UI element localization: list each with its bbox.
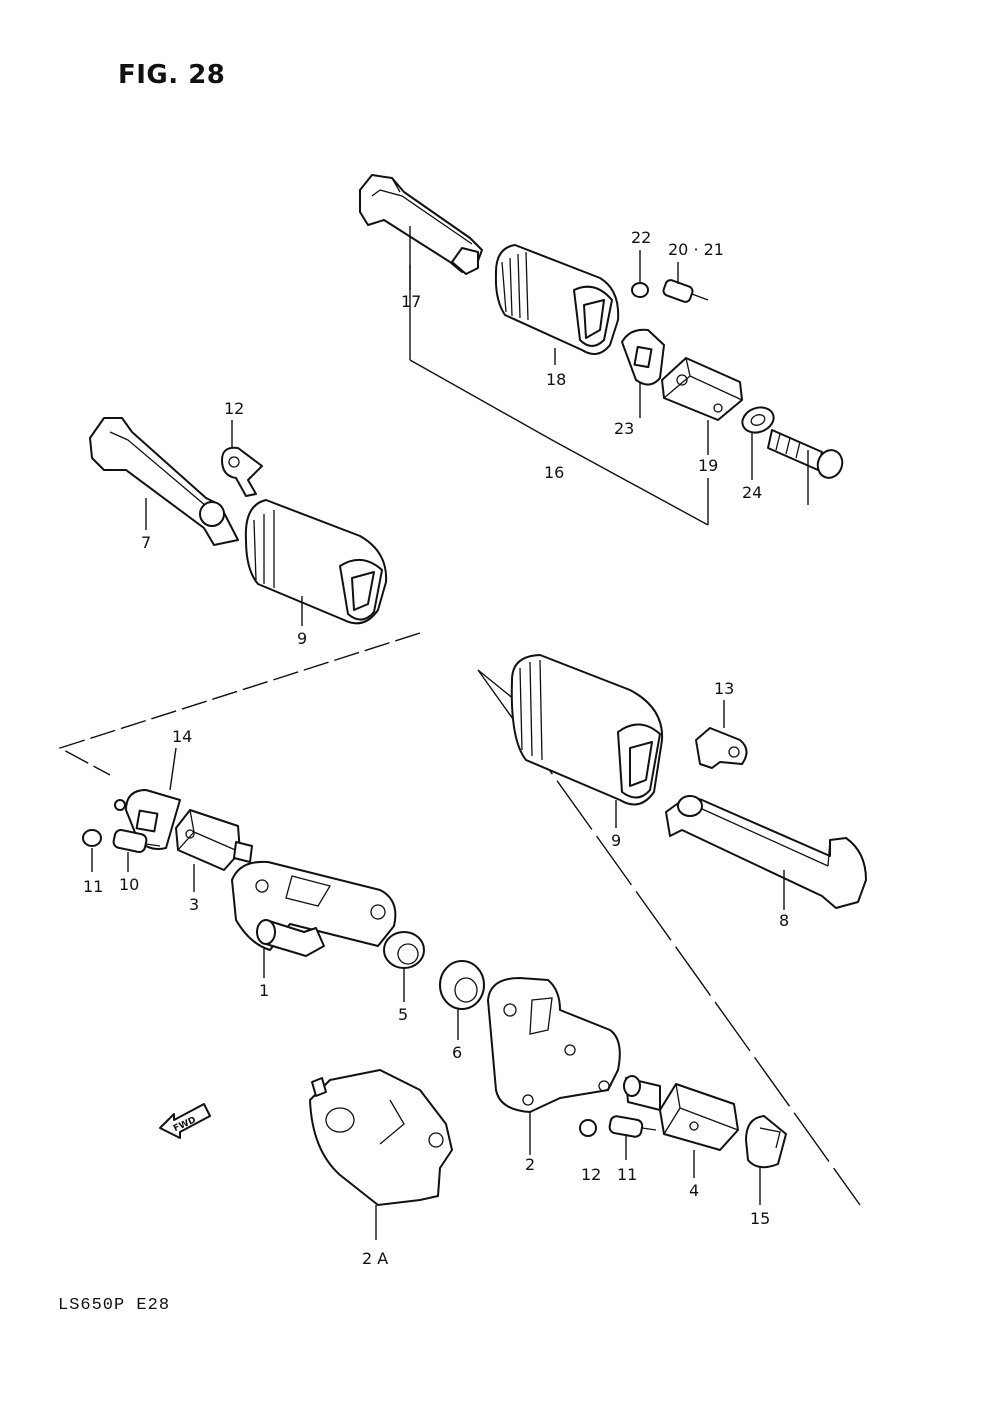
fwd-arrow-icon: FWD (159, 1103, 211, 1139)
part-14-plate (745, 1115, 787, 1169)
callout-11-left: 11 (83, 877, 103, 896)
model-code: LS650P E28 (58, 1296, 171, 1315)
callout-10-left: 10 (119, 875, 139, 894)
part-18-block (661, 357, 743, 421)
part-2a-guard (309, 1069, 453, 1206)
callout-9-left: 9 (297, 629, 307, 648)
callout-11-right: 12 (581, 1165, 601, 1184)
callout-5: 5 (398, 1005, 408, 1024)
callout-1: 1 (259, 981, 269, 1000)
part-12-clip-right (695, 727, 748, 769)
part-12-clip-left (221, 446, 263, 497)
part-1-bracket (231, 860, 397, 957)
callout-15: 16 (544, 463, 564, 482)
part-17-footpeg-rubber (494, 244, 620, 355)
part-16-footpeg-shaft (359, 174, 483, 275)
part-2-bracket (487, 977, 621, 1113)
part-5-nut (383, 931, 425, 969)
part-4-block (623, 1075, 739, 1151)
part-10-bolt-right (608, 1115, 657, 1138)
part-11-cap-right (579, 1119, 597, 1137)
figure-title: FIG. 28 (118, 60, 226, 90)
leader-lines (91, 226, 809, 1240)
callout-20-21: 23 (614, 419, 634, 438)
part-9-footpeg-rubber-left (244, 499, 388, 625)
part-9-footpeg-rubber-right (510, 654, 664, 806)
callout-18: 19 (698, 456, 718, 475)
callout-12-right: 13 (714, 679, 734, 698)
part-8-footpeg-shaft (665, 795, 867, 909)
callout-4: 4 (689, 1181, 699, 1200)
part-23-washer (741, 406, 775, 434)
callout-23: 24 (742, 483, 762, 502)
callout-6: 6 (452, 1043, 462, 1062)
callout-8: 8 (779, 911, 789, 930)
callout-7: 7 (141, 533, 151, 552)
callout-2: 2 (525, 1155, 535, 1174)
callout-19: 20 · 21 (668, 240, 724, 259)
callout-14: 15 (750, 1209, 770, 1228)
part-7-footpeg-shaft (89, 417, 239, 546)
part-22-cap (631, 282, 649, 298)
part-19-bolt (662, 279, 709, 303)
callout-10-right: 11 (617, 1165, 637, 1184)
callout-12-left: 12 (224, 399, 244, 418)
part-3-block (175, 809, 253, 871)
part-11-cap-left (82, 829, 102, 847)
callout-16: 17 (401, 292, 421, 311)
callout-3: 3 (189, 895, 199, 914)
callout-9-right: 9 (611, 831, 621, 850)
callout-17: 18 (546, 370, 566, 389)
callout-13: 14 (172, 727, 192, 746)
part-20-21-plate (621, 328, 665, 386)
part-24-bolt (767, 429, 844, 479)
part-10-bolt-left (112, 828, 161, 854)
callout-22: 22 (631, 228, 651, 247)
callout-2a: 2 A (362, 1249, 388, 1268)
part-6-nut (439, 960, 485, 1010)
callout-labels: 17 18 22 20 · 21 23 16 19 24 12 7 9 14 1… (83, 228, 789, 1268)
